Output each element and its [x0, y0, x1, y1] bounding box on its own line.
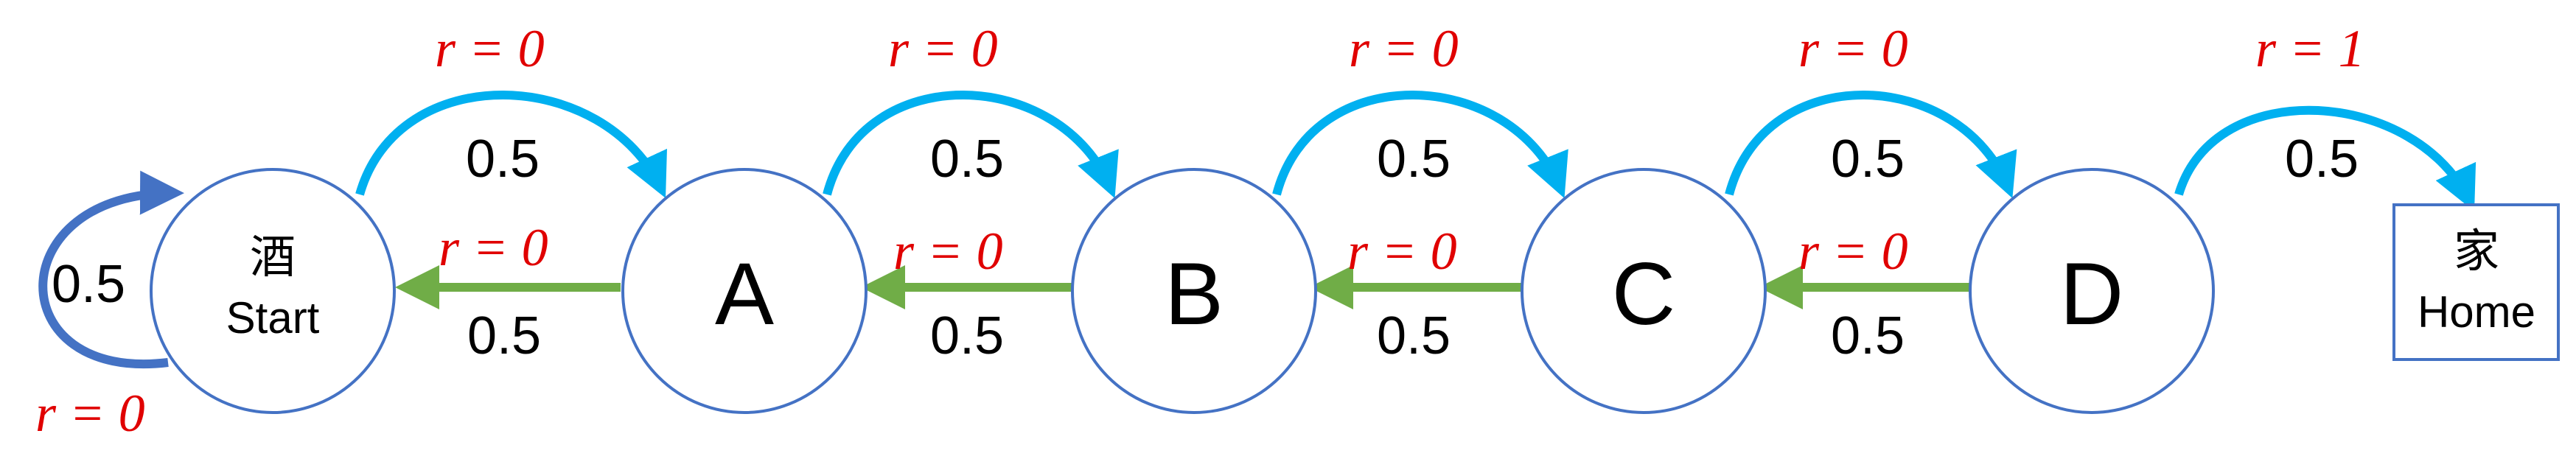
- backward-reward-d-c: r = 0: [1798, 222, 1908, 281]
- forward-arrow-a-b: [823, 91, 1119, 199]
- backward-prob-a-start: 0.5: [467, 306, 541, 365]
- node-d-circle: [1969, 168, 2215, 414]
- forward-arrow-d-home: [2174, 105, 2476, 211]
- node-b-label: B: [1165, 245, 1224, 343]
- backward-reward-c-b: r = 0: [1347, 222, 1457, 281]
- backward-prob-d-c: 0.5: [1831, 306, 1905, 365]
- node-c-label: C: [1612, 245, 1676, 343]
- node-c-circle: [1521, 168, 1767, 414]
- node-a-label: A: [715, 245, 774, 343]
- self-loop-reward: r = 0: [35, 384, 145, 443]
- node-d-label: D: [2060, 245, 2124, 343]
- node-a: A: [621, 168, 868, 414]
- forward-reward-b-c: r = 0: [1349, 19, 1459, 78]
- forward-prob-b-c: 0.5: [1377, 130, 1451, 189]
- node-home-label: Home: [2418, 287, 2535, 337]
- forward-arrow-c-d: [1725, 91, 2017, 199]
- self-loop-arrow: [38, 170, 184, 368]
- backward-prob-b-a: 0.5: [930, 306, 1004, 365]
- forward-prob-start-a: 0.5: [466, 130, 540, 189]
- node-start-label: Start: [226, 293, 320, 343]
- forward-reward-a-b: r = 0: [888, 19, 998, 78]
- node-start-glyph: 酒: [250, 230, 296, 284]
- node-home-box: [2392, 203, 2560, 361]
- forward-arrow-start-a: [355, 91, 667, 198]
- node-b-circle: [1071, 168, 1317, 414]
- self-loop-prob: 0.5: [52, 255, 125, 314]
- node-c: C: [1521, 168, 1767, 414]
- backward-reward-b-a: r = 0: [893, 222, 1003, 281]
- forward-reward-d-home: r = 1: [2255, 19, 2365, 78]
- forward-prob-c-d: 0.5: [1831, 130, 1905, 189]
- node-home-glyph: 家: [2454, 224, 2499, 278]
- node-start-circle: [150, 168, 396, 414]
- forward-prob-a-b: 0.5: [930, 130, 1004, 189]
- forward-arrow-b-c: [1272, 91, 1568, 199]
- node-d: D: [1969, 168, 2215, 414]
- node-start: 酒 Start: [150, 168, 396, 414]
- node-home: 家 Home: [2392, 203, 2560, 361]
- backward-prob-c-b: 0.5: [1377, 306, 1451, 365]
- node-b: B: [1071, 168, 1317, 414]
- forward-reward-c-d: r = 0: [1798, 19, 1908, 78]
- backward-reward-a-start: r = 0: [439, 218, 548, 277]
- forward-reward-start-a: r = 0: [435, 19, 545, 78]
- node-a-circle: [621, 168, 868, 414]
- forward-prob-d-home: 0.5: [2285, 130, 2359, 189]
